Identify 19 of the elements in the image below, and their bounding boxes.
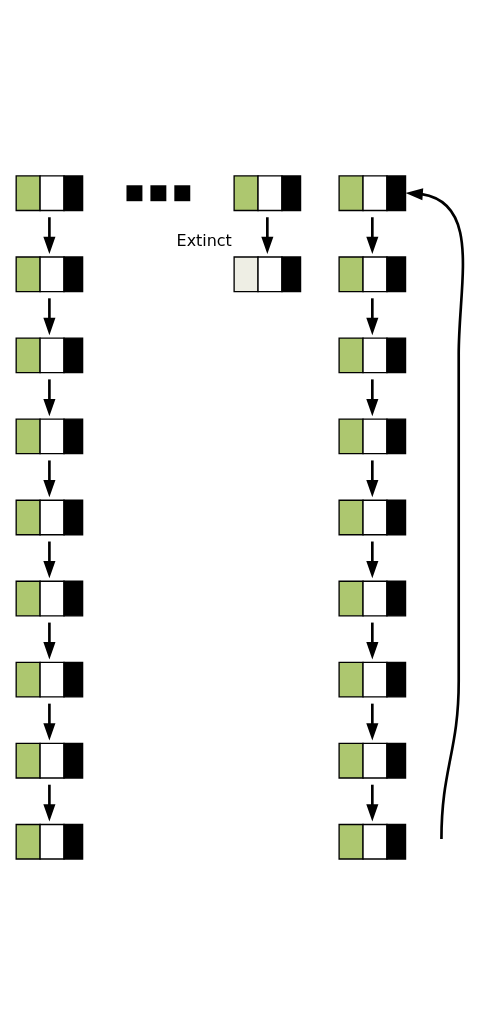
arrow [366, 297, 379, 335]
arrow [261, 216, 274, 254]
arrow [366, 459, 379, 497]
arrow [43, 703, 56, 740]
arrow [366, 703, 379, 740]
arrow [366, 216, 379, 254]
arrow [43, 216, 56, 254]
node-label: Extinct [176, 230, 232, 250]
arrow [43, 297, 56, 335]
arrow [366, 541, 379, 578]
arrow [43, 622, 56, 659]
arrow [366, 622, 379, 659]
arrow [366, 378, 379, 416]
arrow [43, 541, 56, 578]
arrow [405, 187, 465, 839]
arrow [366, 784, 379, 822]
arrow [43, 378, 56, 416]
arrow [43, 459, 56, 497]
arrow [43, 784, 56, 822]
